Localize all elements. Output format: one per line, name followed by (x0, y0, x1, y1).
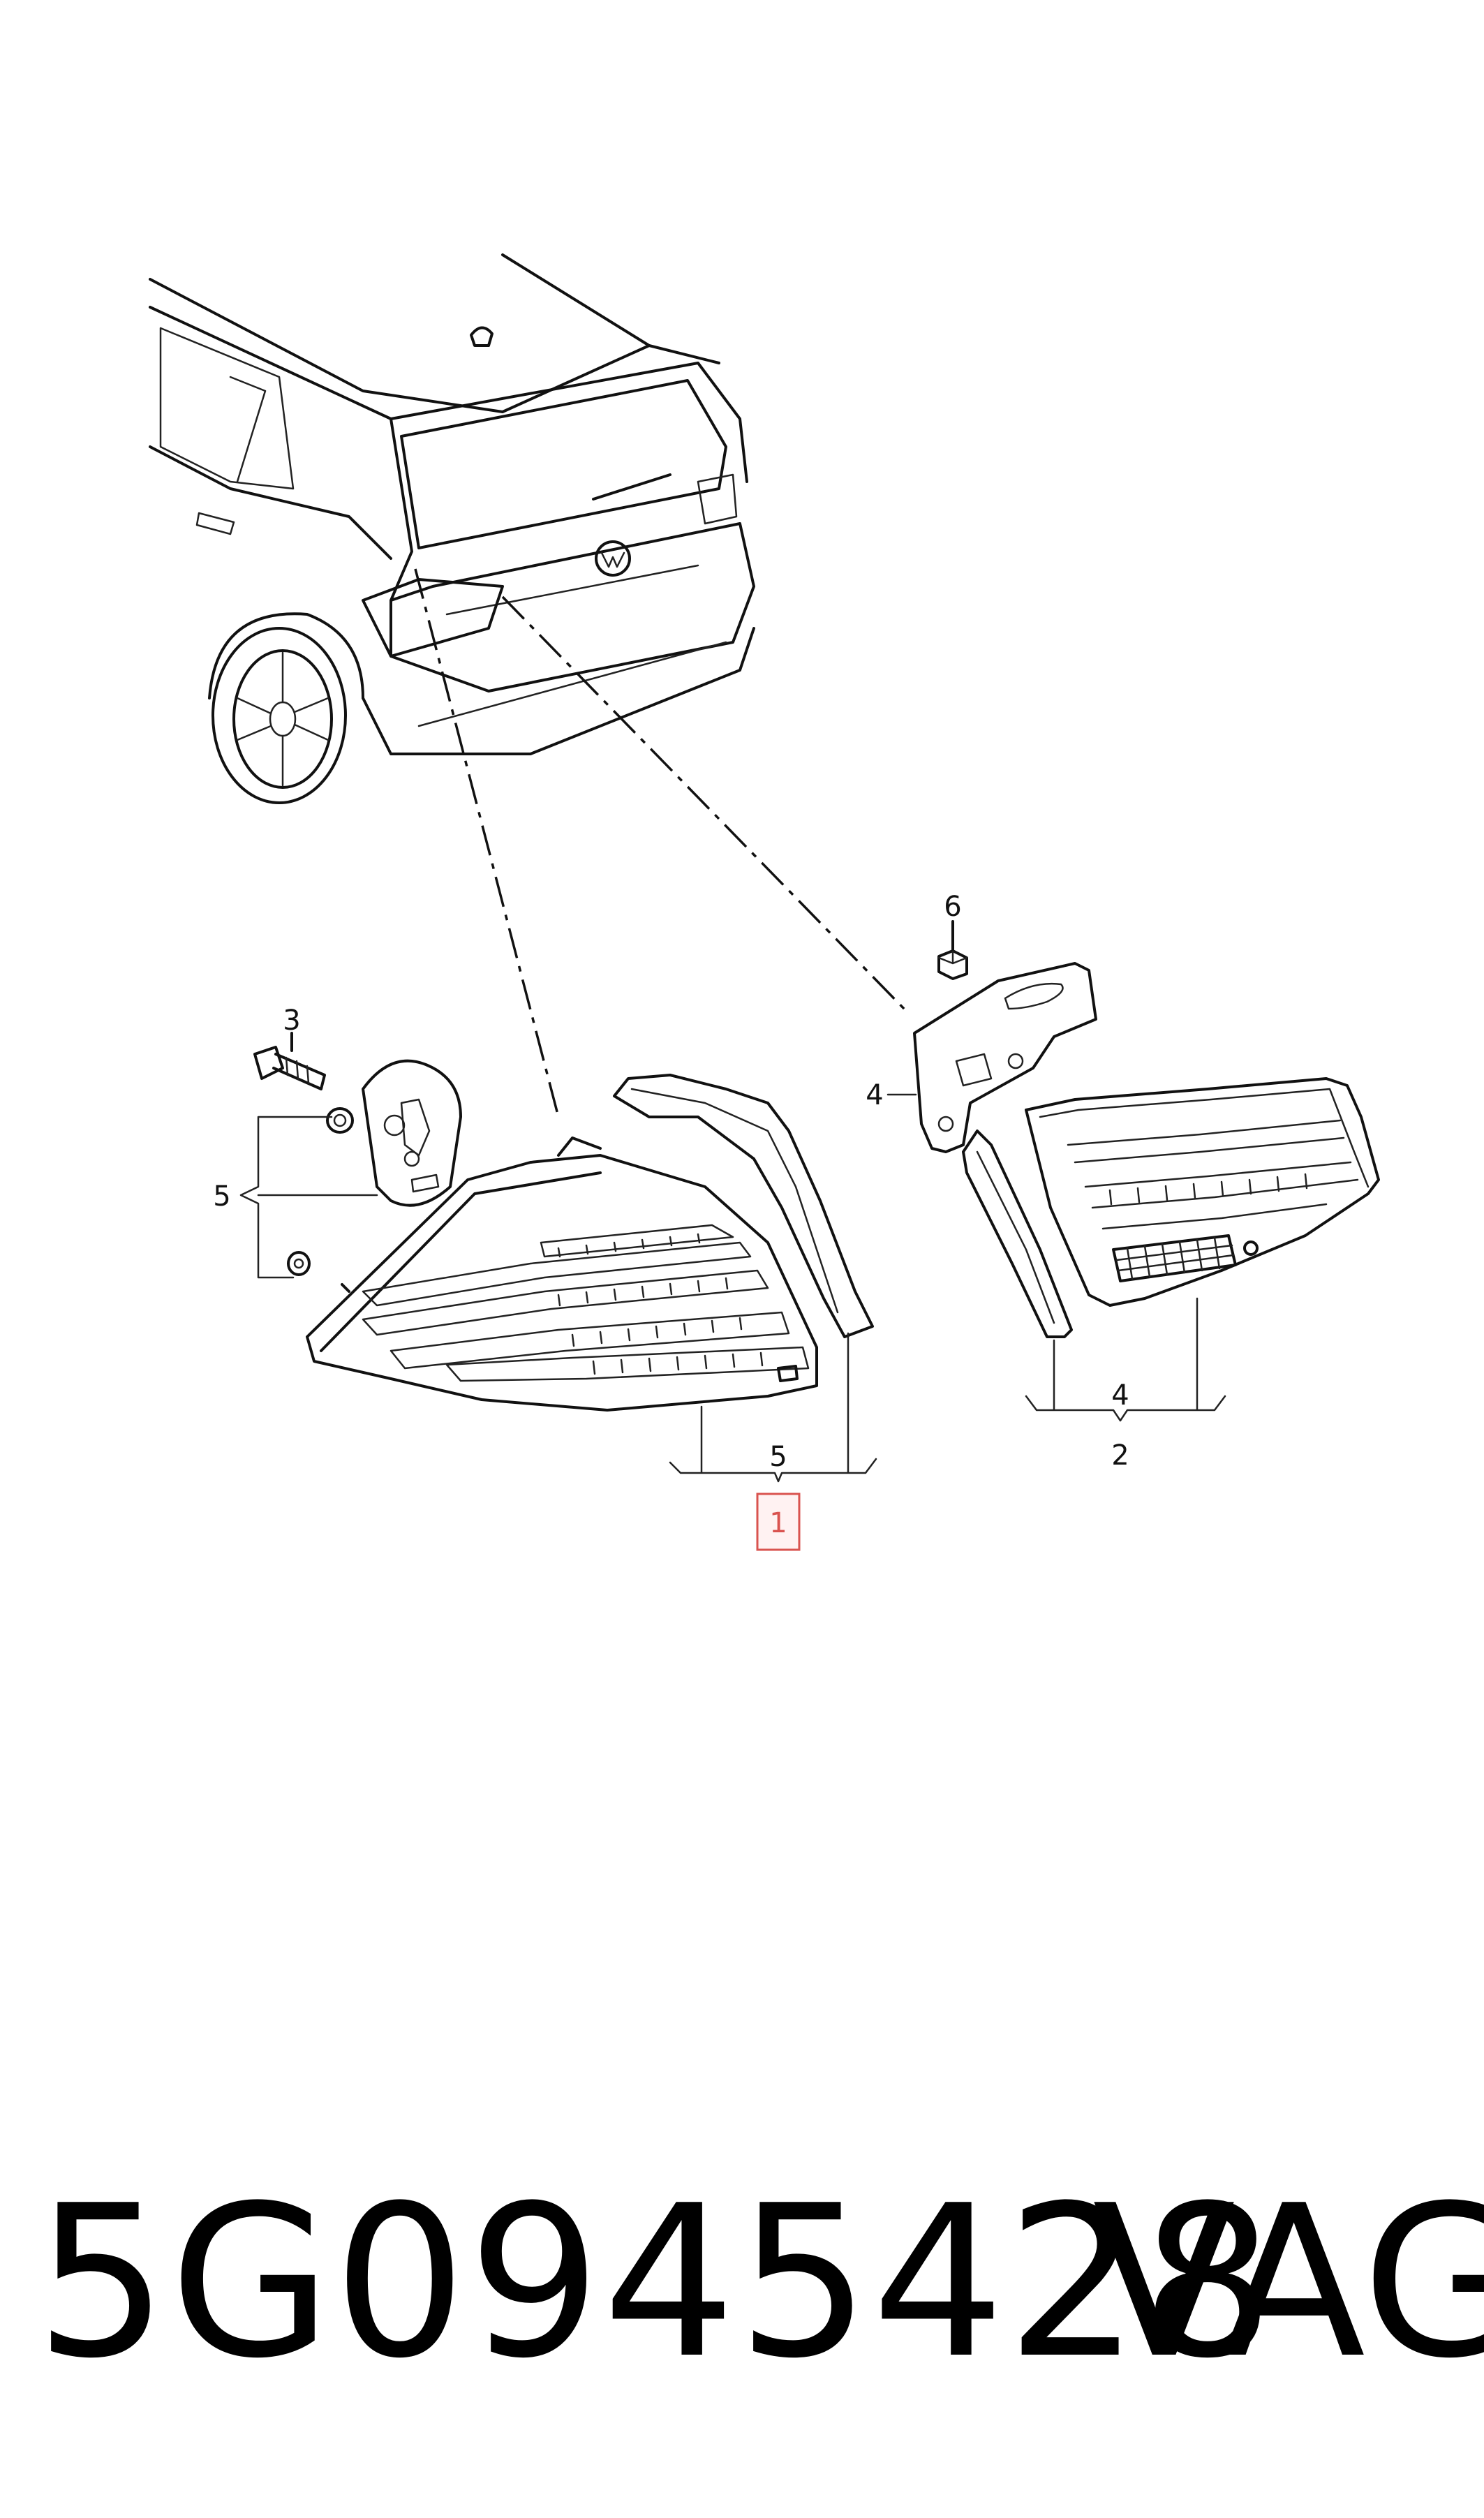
inner-tail-lamp-part (1025, 1077, 1380, 1307)
bracket-5-left (239, 1116, 378, 1279)
part-number: 5G0945428 (35, 2161, 1276, 2404)
lamp-seal-part (613, 1074, 874, 1338)
brand-label: VAG (1092, 2161, 1484, 2404)
bulb-holder-part (253, 1032, 326, 1090)
leader-line-outer-lamp (414, 568, 560, 1118)
parts-diagram: 6 3 4 5 4 2 5 1 (149, 253, 1380, 1551)
inner-lamp-seal-part (962, 1130, 1073, 1338)
cover-plate-part (362, 1059, 462, 1207)
wheel-icon (208, 612, 364, 804)
callout-5-left[interactable]: 5 (213, 1180, 230, 1213)
callout-5-outer[interactable]: 5 (769, 1441, 787, 1473)
leader-line-inner-lamp (501, 595, 909, 1014)
nut-lower-icon (287, 1251, 311, 1276)
callout-3[interactable]: 3 (283, 1005, 300, 1037)
nut-upper-icon (326, 1107, 354, 1134)
callout-4-plate[interactable]: 4 (866, 1079, 883, 1111)
outer-tail-lamp-part (306, 1136, 818, 1412)
car-rear-illustration (149, 253, 909, 1118)
callout-2[interactable]: 2 (1111, 1439, 1129, 1472)
nut-6-icon (937, 920, 968, 980)
footer: 5G0945428 VAG (0, 2150, 1484, 2415)
callout-4-inner[interactable]: 4 (1111, 1379, 1129, 1412)
callout-1[interactable]: 1 (769, 1507, 787, 1539)
bracket-1 (669, 1332, 877, 1483)
callout-6[interactable]: 6 (944, 891, 961, 923)
callout-1-highlight-box (756, 1493, 801, 1551)
bracket-2 (1025, 1297, 1226, 1422)
mounting-plate-part (913, 962, 1097, 1153)
